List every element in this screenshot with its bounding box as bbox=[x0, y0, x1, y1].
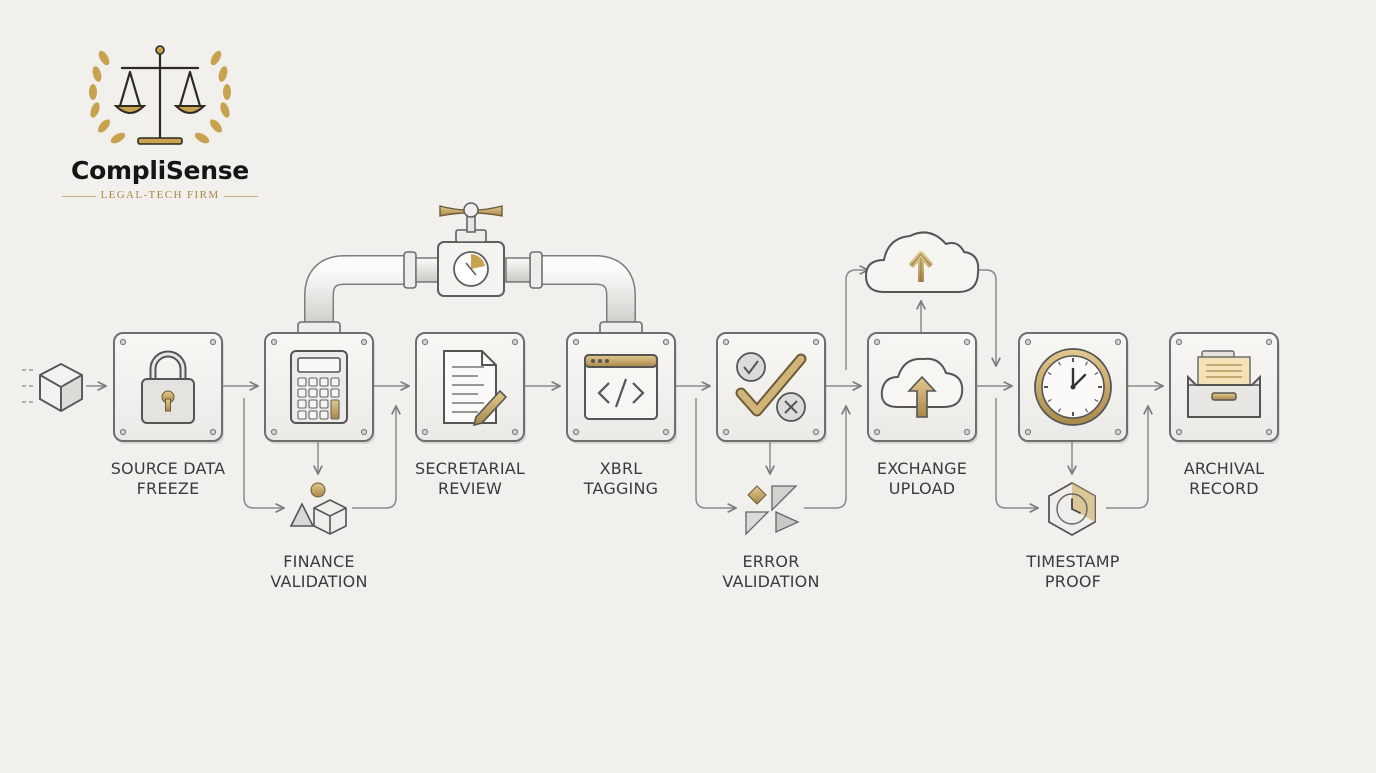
label-line-2: VALIDATION bbox=[722, 572, 820, 591]
label-source-data-freeze: SOURCE DATA FREEZE bbox=[83, 459, 253, 499]
label-line-2: TAGGING bbox=[583, 479, 659, 498]
label-line-2: VALIDATION bbox=[270, 572, 368, 591]
brand-rule-left bbox=[62, 196, 96, 197]
scales-of-justice-laurel-icon bbox=[89, 45, 231, 145]
step-card-secretarial-review[interactable] bbox=[415, 332, 526, 444]
step-card-finance-validation[interactable] bbox=[264, 332, 375, 444]
cube-icon bbox=[22, 362, 83, 413]
label-line-2: FREEZE bbox=[136, 479, 200, 498]
cloud-upload-icon bbox=[864, 231, 980, 293]
label-line-1: ARCHIVAL bbox=[1183, 459, 1265, 478]
step-card-archival-record[interactable] bbox=[1169, 332, 1280, 444]
label-line-2: UPLOAD bbox=[888, 479, 956, 498]
label-line-2: RECORD bbox=[1189, 479, 1259, 498]
step-card-source-data-freeze[interactable] bbox=[113, 332, 224, 444]
cloud-upload-icon bbox=[880, 357, 964, 418]
step-card-error-validation[interactable] bbox=[716, 332, 827, 444]
label-line-1: FINANCE bbox=[283, 552, 355, 571]
calculator-icon bbox=[290, 350, 348, 424]
label-secretarial-review: SECRETARIAL REVIEW bbox=[385, 459, 555, 499]
label-line-1: XBRL bbox=[599, 459, 643, 478]
brand-name: CompliSense bbox=[71, 156, 249, 185]
check-cross-icon bbox=[735, 352, 807, 422]
label-exchange-upload: EXCHANGE UPLOAD bbox=[837, 459, 1007, 499]
label-line-1: ERROR bbox=[742, 552, 800, 571]
clock-icon bbox=[1034, 348, 1112, 426]
archive-drawer-icon bbox=[1187, 350, 1261, 418]
padlock-icon bbox=[141, 350, 195, 424]
label-line-1: EXCHANGE bbox=[876, 459, 968, 478]
brand-rule-right bbox=[224, 196, 258, 197]
label-error-validation: ERROR VALIDATION bbox=[686, 552, 856, 592]
fragments-icon bbox=[745, 485, 800, 536]
label-line-2: PROOF bbox=[1044, 572, 1102, 591]
label-line-1: SECRETARIAL bbox=[414, 459, 526, 478]
shapes-icon bbox=[289, 482, 347, 535]
brand-tagline: LEGAL-TECH FIRM bbox=[100, 189, 220, 201]
label-line-2: REVIEW bbox=[437, 479, 503, 498]
hexagon-clock-icon bbox=[1048, 481, 1096, 537]
step-card-exchange-upload[interactable] bbox=[867, 332, 978, 444]
step-card-xbrl-tagging[interactable] bbox=[566, 332, 677, 444]
label-line-1: SOURCE DATA bbox=[110, 459, 226, 478]
connectors bbox=[86, 270, 1163, 508]
document-pen-icon bbox=[443, 350, 508, 427]
label-archival-record: ARCHIVAL RECORD bbox=[1139, 459, 1309, 499]
label-xbrl-tagging: XBRL TAGGING bbox=[536, 459, 706, 499]
step-card-timestamp-proof[interactable] bbox=[1018, 332, 1129, 444]
code-window-icon bbox=[584, 354, 658, 420]
pipe-valve-gauge-icon bbox=[297, 202, 643, 335]
label-timestamp-proof: TIMESTAMP PROOF bbox=[988, 552, 1158, 592]
label-line-1: TIMESTAMP bbox=[1026, 552, 1120, 571]
label-finance-validation: FINANCE VALIDATION bbox=[234, 552, 404, 592]
